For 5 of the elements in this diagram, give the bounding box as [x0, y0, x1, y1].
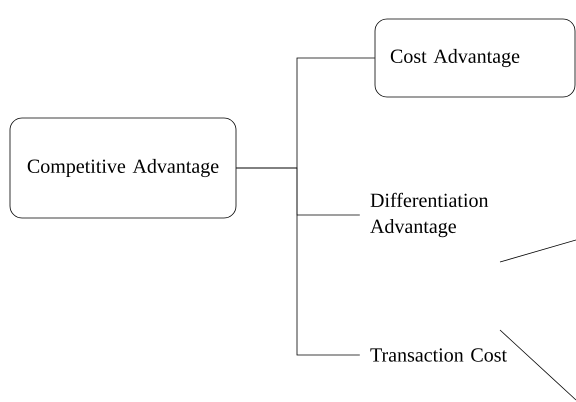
text-label: Differentiation Advantage: [370, 192, 488, 238]
text-label: Transaction Cost: [370, 348, 507, 362]
rounded-box: Cost Advantage: [374, 18, 576, 98]
rounded-box: Competitive Advantage: [10, 118, 236, 218]
connector-line: [236, 168, 360, 356]
